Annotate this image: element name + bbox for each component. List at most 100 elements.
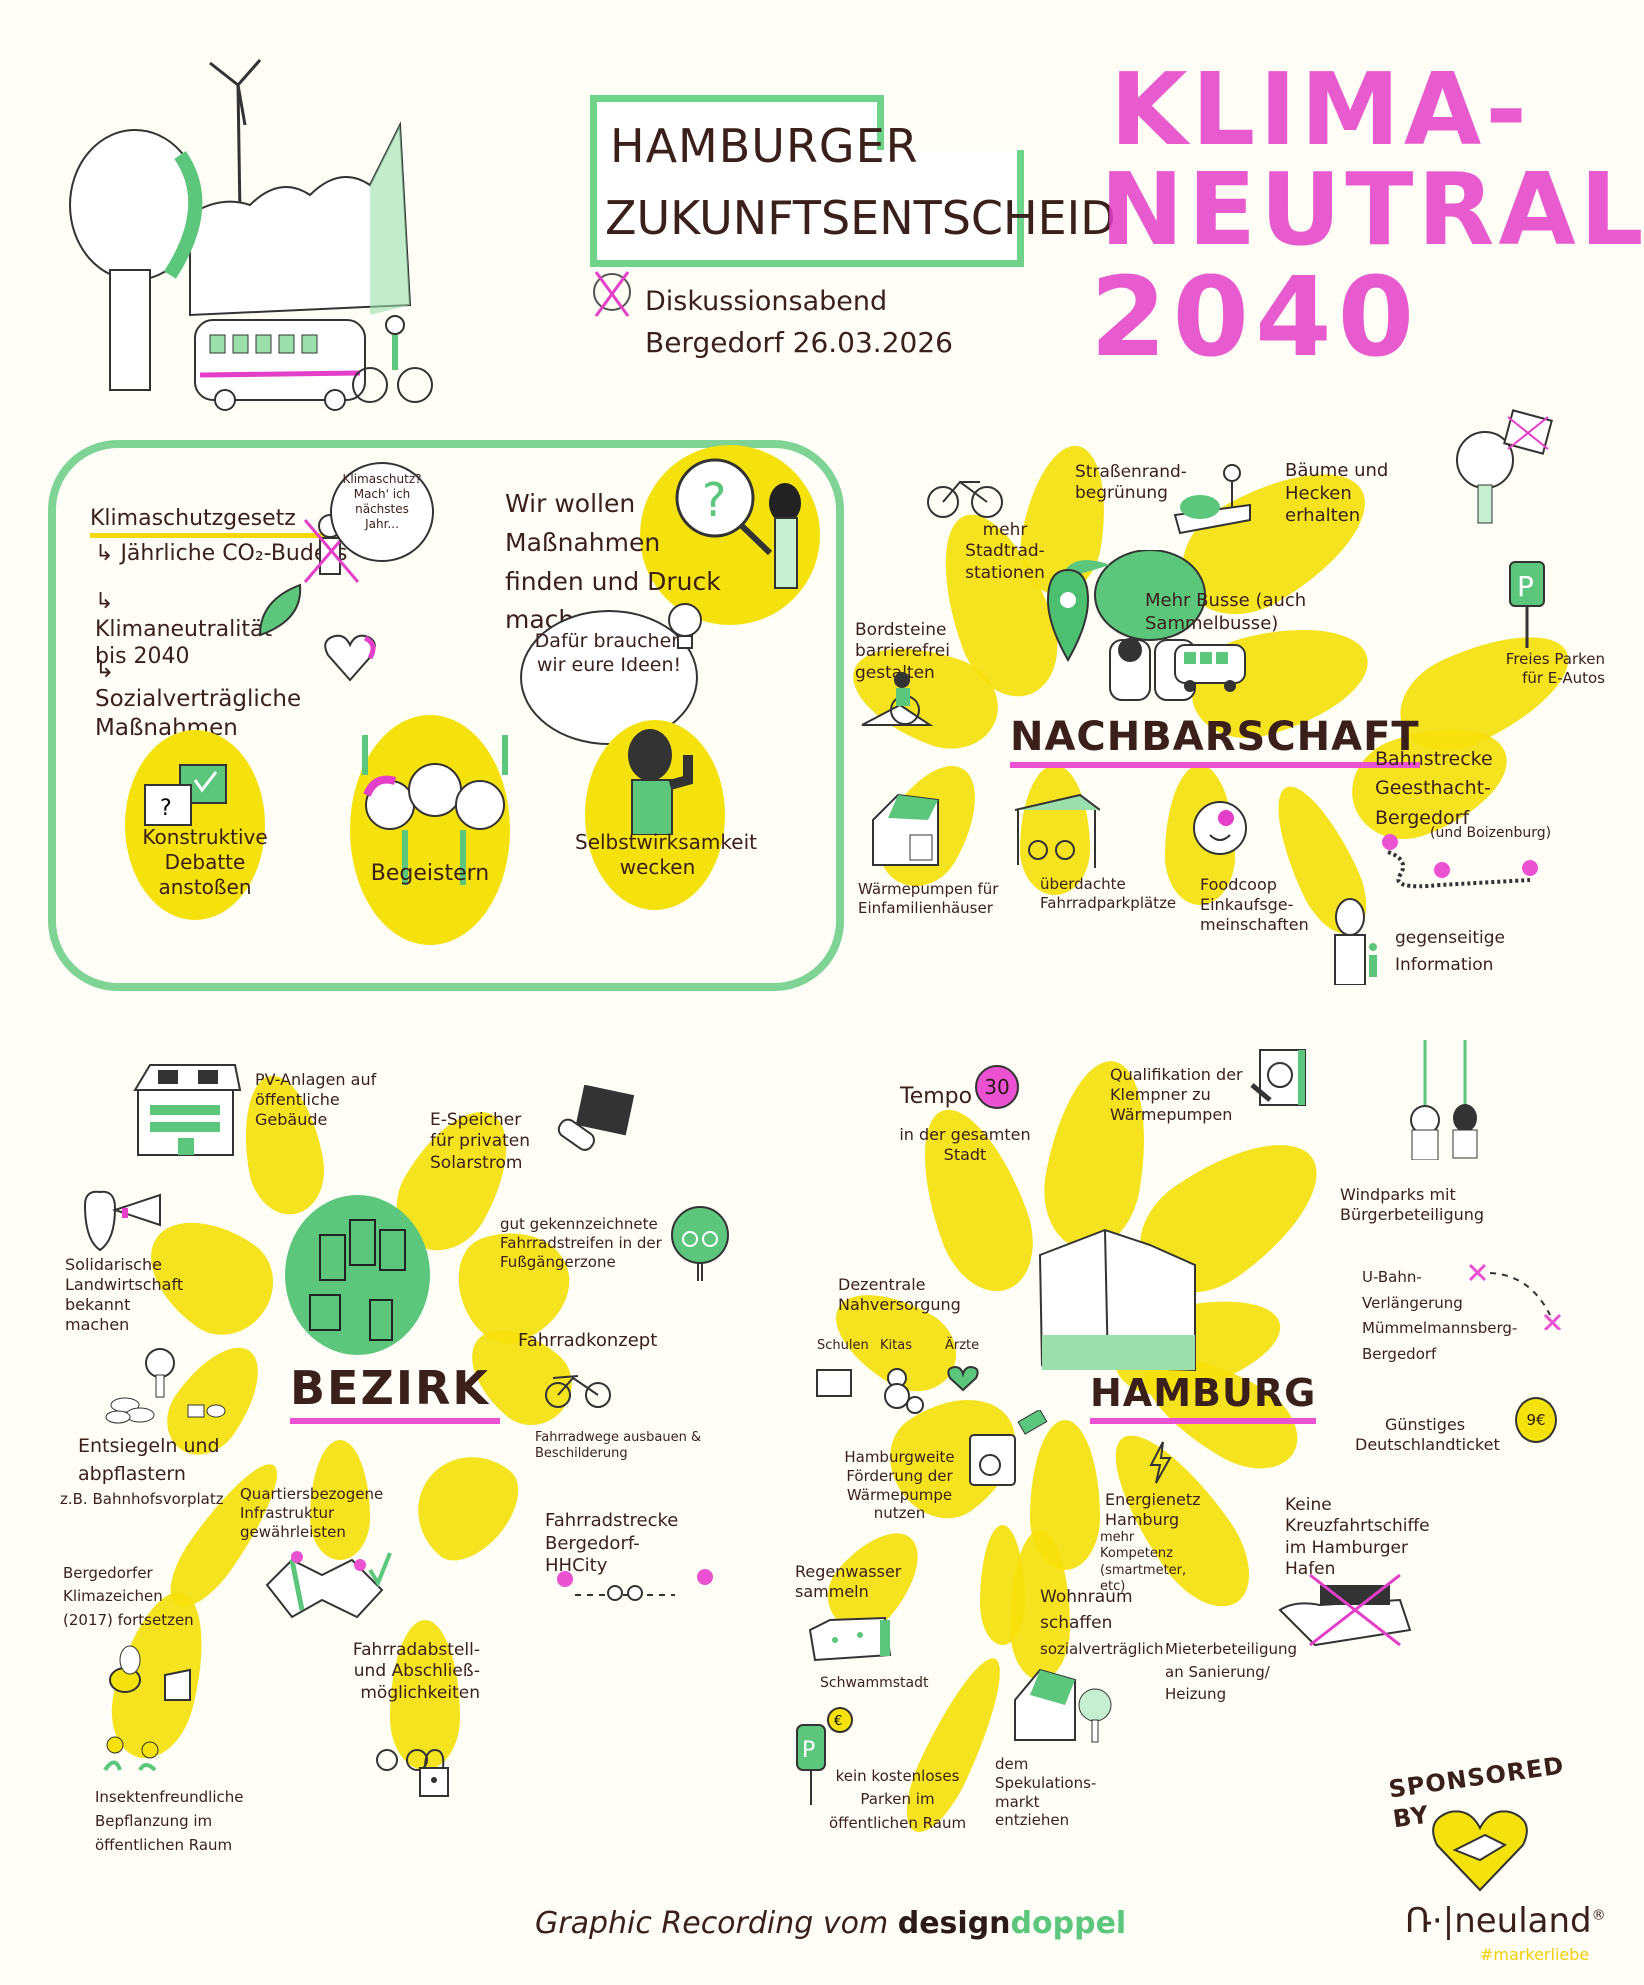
bike-lane-sign-icon	[668, 1205, 738, 1289]
arrow-icon: ↳	[95, 541, 121, 566]
petal	[1020, 765, 1090, 895]
petal	[395, 1433, 535, 1577]
hamburg-title: HAMBURG	[1090, 1370, 1317, 1424]
slogan-line2: NEUTRAL	[1100, 151, 1644, 268]
speech-bubbles-icon: ?	[140, 760, 230, 839]
coin-value: 9€	[1526, 1411, 1546, 1429]
elbphilharmonie-icon	[1030, 1225, 1210, 1379]
bezirk-item-abstell: Fahrradabstell- und Abschließ-möglichkei…	[352, 1640, 480, 1703]
slogan-line3: 2040	[1090, 253, 1421, 381]
speed-limit-sign: 30	[975, 1065, 1019, 1109]
tree-protest-icon	[1440, 405, 1560, 529]
hamburg-item-energienetz-note: mehr Kompetenz (smartmeter, etc)	[1100, 1530, 1187, 1594]
hamburg-item-wohnraum: Wohnraum schaffen	[1040, 1587, 1133, 1633]
sponge-icon	[805, 1610, 895, 1669]
lightbulb-icon	[665, 600, 705, 659]
circle-selfefficacy-label: Selbstwirksamkeit wecken	[575, 830, 757, 879]
hamburg-item-parken: kein kostenloses Parken im öffentlichen …	[828, 1767, 967, 1832]
page-title-line2: ZUKUNFTSENTSCHEID	[605, 191, 1116, 245]
nahversorgung-sub-aerzte: Ärzte	[945, 1338, 980, 1353]
bike-padlock-icon	[375, 1730, 455, 1804]
svg-text:?: ?	[702, 473, 726, 527]
page-title-line1: HAMBURGER	[610, 119, 919, 173]
nachbarschaft-item-begruenung: Straßenrand-begrünung	[1075, 462, 1187, 504]
svg-text:?: ?	[160, 796, 172, 821]
bee-butterfly-flowers-icon	[95, 1645, 225, 1779]
wheelchair-ramp-icon	[860, 670, 940, 739]
designdoppel-logo: designdoppel	[897, 1906, 1127, 1941]
nachbarschaft-title: NACHBARSCHAFT	[1010, 712, 1420, 768]
hamburg-item-foerderung: Hamburgweite Förderung der Wärmepumpe nu…	[844, 1448, 955, 1523]
paid-parking-icon: P€	[795, 1705, 855, 1809]
petal	[1010, 1530, 1070, 1680]
ballot-cross-icon	[590, 268, 634, 324]
circle-inspire-label: Begeistern	[370, 861, 490, 886]
solar-panel-battery-icon	[555, 1084, 635, 1169]
title-box-lower	[590, 150, 1024, 267]
bezirk-item-quartier: Quartiersbezogene Infrastruktur gewährle…	[240, 1485, 384, 1541]
unsealing-stones-icon	[100, 1345, 230, 1429]
book-teddy-heart-icons	[815, 1360, 985, 1419]
sponsor-name: Ռ·|neuland®	[1405, 1901, 1606, 1941]
bus-icon	[1170, 640, 1250, 699]
heatpump-money-icon	[965, 1408, 1055, 1494]
bezirk-item-entsiegeln: Entsiegeln und abpflastern	[78, 1435, 220, 1485]
heart-hand-icon	[320, 630, 380, 689]
petal	[390, 1620, 460, 1770]
hamburg-item-regenwasser-note: Schwammstadt	[820, 1675, 929, 1691]
hamburg-item-tempo: Tempo	[900, 1084, 973, 1109]
info-person-icon	[1325, 895, 1385, 989]
svg-text:€: €	[834, 1714, 842, 1729]
svg-text:P: P	[802, 1738, 815, 1763]
bicycle-icon	[543, 1370, 613, 1414]
bezirk-item-speicher: E-Speicher für privaten Solarstrom	[430, 1110, 531, 1173]
neighbourhood-bench-icon	[1040, 549, 1220, 714]
bezirk-item-fahrradkonzept: Fahrradkonzept	[518, 1330, 658, 1351]
covered-bike-parking-icon	[1010, 790, 1101, 874]
bike-route-icon	[555, 1565, 715, 1609]
flower-bed-icon	[1170, 455, 1255, 539]
event-name: Diskussionsabend	[645, 286, 888, 317]
hamburg-item-spekulation: dem Spekulations-markt entziehen	[995, 1755, 1097, 1830]
law-item-3: ↳ Sozialverträgliche Maßnahmen	[95, 657, 302, 741]
hamburg-item-tempo-note: in der gesamten Stadt	[899, 1125, 1031, 1164]
slogan-line1: KLIMA-	[1110, 51, 1531, 168]
nachbarschaft-item-information: gegenseitige Information	[1395, 928, 1505, 976]
nachbarschaft-item-waermepumpen: Wärmepumpen für Einfamilienhäuser	[858, 880, 999, 917]
magnifier-question-icon: ?	[660, 448, 810, 602]
header-illustration	[50, 55, 530, 425]
law-item-1: ↳ Jährliche CO₂-Budets	[95, 541, 348, 566]
pepper-megaphone-icon	[75, 1180, 185, 1264]
nahversorgung-sub-schulen: Schulen	[817, 1338, 869, 1353]
nachbarschaft-item-parken: Freies Parken für E-Autos	[1505, 650, 1605, 687]
hamburg-item-energienetz: Energienetz Hamburg	[1105, 1490, 1201, 1529]
lightning-icon	[1148, 1440, 1173, 1489]
hamburg-item-windparks: Windparks mit Bürgerbeteiligung	[1340, 1185, 1485, 1224]
bicycle-icon	[925, 470, 1005, 524]
bezirk-item-klimazeichen: Bergedorfer Klimazeichen (2017) fortsetz…	[63, 1564, 194, 1629]
credit-text: Graphic Recording vom designdoppel	[535, 1906, 1127, 1941]
railway-route-icon	[1380, 830, 1550, 904]
nachbarschaft-item-bahnstrecke: Bahnstrecke Geesthacht-Bergedorf	[1375, 748, 1493, 829]
bezirk-item-pv: PV-Anlagen auf öffentliche Gebäude	[255, 1070, 377, 1129]
heatpump-wrench-icon	[1250, 1045, 1310, 1124]
map-checkmark-icon	[262, 1545, 392, 1624]
arrow-icon: ↳	[95, 657, 115, 683]
heart-handshake-icon	[1432, 1810, 1528, 1892]
elbphilharmonie-bus-tree-icon	[69, 59, 433, 411]
sponsor-badge: SPONSORED BY Ռ·|neuland® #markerliebe	[1370, 1740, 1606, 1970]
hamburg-item-kreuzfahrt: Keine Kreuzfahrtschiffe im Hamburger Haf…	[1285, 1495, 1430, 1579]
parking-sign-icon: P	[1508, 560, 1548, 654]
house-heatpump-icon	[868, 790, 943, 874]
hamburg-item-wohnraum-note: sozialverträglich	[1040, 1640, 1164, 1658]
bezirk-item-insekten: Insektenfreundliche Bepflanzung im öffen…	[95, 1788, 244, 1854]
nachbarschaft-item-bordsteine: Bordsteine barrierefrei gestalten	[855, 620, 950, 683]
coin-9-euro: 9€	[1515, 1397, 1557, 1443]
ubahn-route-icon	[1460, 1255, 1570, 1334]
nachbarschaft-item-stadtrad: mehr Stadtrad-stationen	[965, 520, 1045, 583]
hashtag: #markerliebe	[1480, 1945, 1590, 1964]
law-item-2: ↳ Klimaneutralität bis 2040	[95, 589, 273, 669]
cheering-people-icon	[345, 715, 525, 889]
bezirk-item-landwirtschaft: Solidarische Landwirtschaft bekannt mach…	[65, 1255, 184, 1334]
hamburg-item-qualifikation: Qualifikation der Klempner zu Wärmepumpe…	[1110, 1065, 1243, 1124]
